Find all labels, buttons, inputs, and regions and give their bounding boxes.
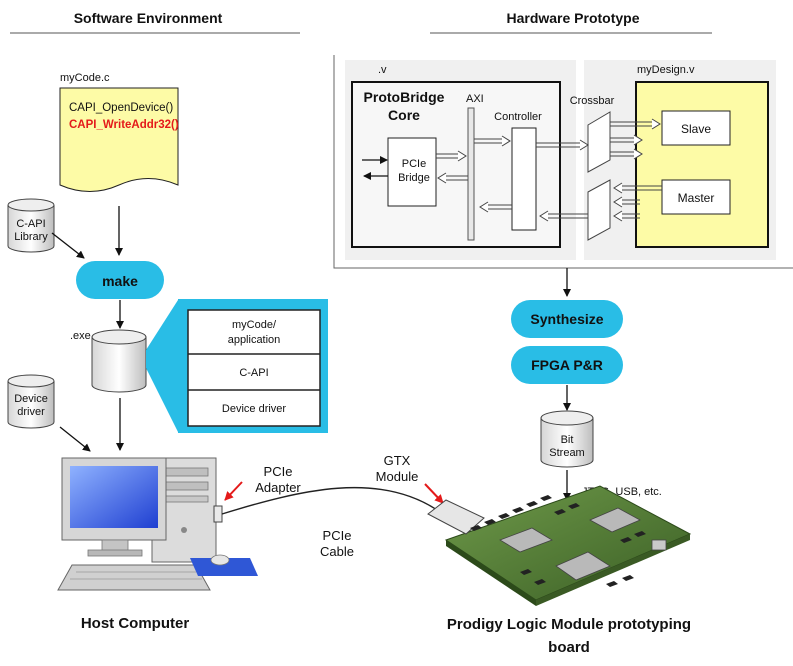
- prototyping-board-illustration: [427, 485, 692, 606]
- board-caption-line-2: board: [548, 639, 590, 656]
- hardware-section-title: Hardware Prototype: [506, 10, 639, 26]
- bitstream-label-2: Stream: [549, 447, 584, 459]
- bitstream-label-1: Bit: [561, 434, 574, 446]
- mydesign-block: [635, 81, 769, 248]
- code-line-write-addr: CAPI_WriteAddr32(): [69, 119, 179, 131]
- code-line-open-device: CAPI_OpenDevice(): [69, 102, 173, 114]
- crossbar-to-slave-links: [610, 118, 661, 160]
- make-step: [76, 261, 164, 299]
- synthesize-label: Synthesize: [530, 311, 603, 327]
- axi-to-controller-links: [474, 135, 512, 213]
- crossbar-mux-top: [587, 111, 611, 173]
- controller-block: [511, 127, 537, 231]
- pcie-cable-label-2: Cable: [320, 544, 354, 559]
- mydesign-file-label: myDesign.v: [637, 64, 695, 76]
- hardware-bracket: [333, 55, 793, 269]
- gtx-module-label-1: GTX: [384, 453, 411, 468]
- pcie-adapter-label-2: Adapter: [255, 480, 301, 495]
- arrow-driver-to-host: [59, 426, 91, 452]
- fpga-pr-label: FPGA P&R: [531, 357, 603, 373]
- exe-label: .exe: [70, 330, 91, 342]
- protobridge-title-2: Core: [388, 107, 420, 123]
- crossbar-mux-bottom: [587, 179, 611, 241]
- source-file-document: [59, 87, 179, 192]
- capi-library-cylinder: [7, 198, 55, 253]
- device-driver-cylinder: [7, 374, 55, 429]
- capi-library-label-1: C-API: [16, 218, 45, 230]
- exe-callout-wedge: [146, 300, 178, 432]
- pcie-adapter-pointer: [224, 481, 243, 501]
- controller-to-crossbar-links: [536, 139, 589, 222]
- gtx-module-pointer: [424, 483, 444, 504]
- pcie-cable-label-1: PCIe: [323, 528, 352, 543]
- crossbar-label: Crossbar: [570, 95, 615, 107]
- pcie-adapter-label-1: PCIe: [264, 464, 293, 479]
- protobridge-title-1: ProtoBridge: [364, 89, 445, 105]
- master-label: Master: [678, 191, 715, 205]
- bitstream-cylinder: [540, 410, 594, 468]
- stack-app-line-2: application: [228, 334, 281, 346]
- board-caption-line-1: Prodigy Logic Module prototyping: [447, 616, 691, 633]
- pcie-cable: [221, 486, 441, 515]
- arrow-library-to-make: [51, 232, 85, 259]
- fpga-pr-step: [511, 346, 623, 384]
- slave-block: [661, 110, 731, 146]
- stack-app-line-1: myCode/: [232, 319, 277, 331]
- host-computer-caption: Host Computer: [81, 615, 189, 632]
- axi-label: AXI: [466, 93, 484, 105]
- gtx-module-label-2: Module: [376, 469, 419, 484]
- axi-bus: [467, 107, 475, 241]
- master-to-crossbar-links: [613, 182, 662, 222]
- synthesize-step: [511, 300, 623, 338]
- controller-label: Controller: [494, 111, 542, 123]
- make-label: make: [102, 273, 138, 289]
- exe-cylinder: [91, 329, 147, 393]
- host-computer-illustration: [57, 457, 258, 591]
- slave-label: Slave: [681, 122, 711, 136]
- capi-library-label-2: Library: [14, 231, 48, 243]
- stack-device-driver: Device driver: [222, 403, 287, 415]
- software-stack-panel: [187, 309, 321, 427]
- device-driver-label-2: driver: [17, 406, 45, 418]
- master-block: [661, 179, 731, 215]
- stack-capi: C-API: [239, 367, 268, 379]
- bridge-to-axi-links: [436, 150, 468, 184]
- pcie-bridge-block: [387, 137, 437, 207]
- software-section-title: Software Environment: [74, 10, 223, 26]
- pcie-bridge-label-1: PCIe: [402, 158, 426, 170]
- v-file-label: .v: [378, 64, 387, 76]
- pcie-bridge-label-2: Bridge: [398, 172, 430, 184]
- device-driver-label-1: Device: [14, 393, 48, 405]
- source-file-label: myCode.c: [60, 72, 110, 84]
